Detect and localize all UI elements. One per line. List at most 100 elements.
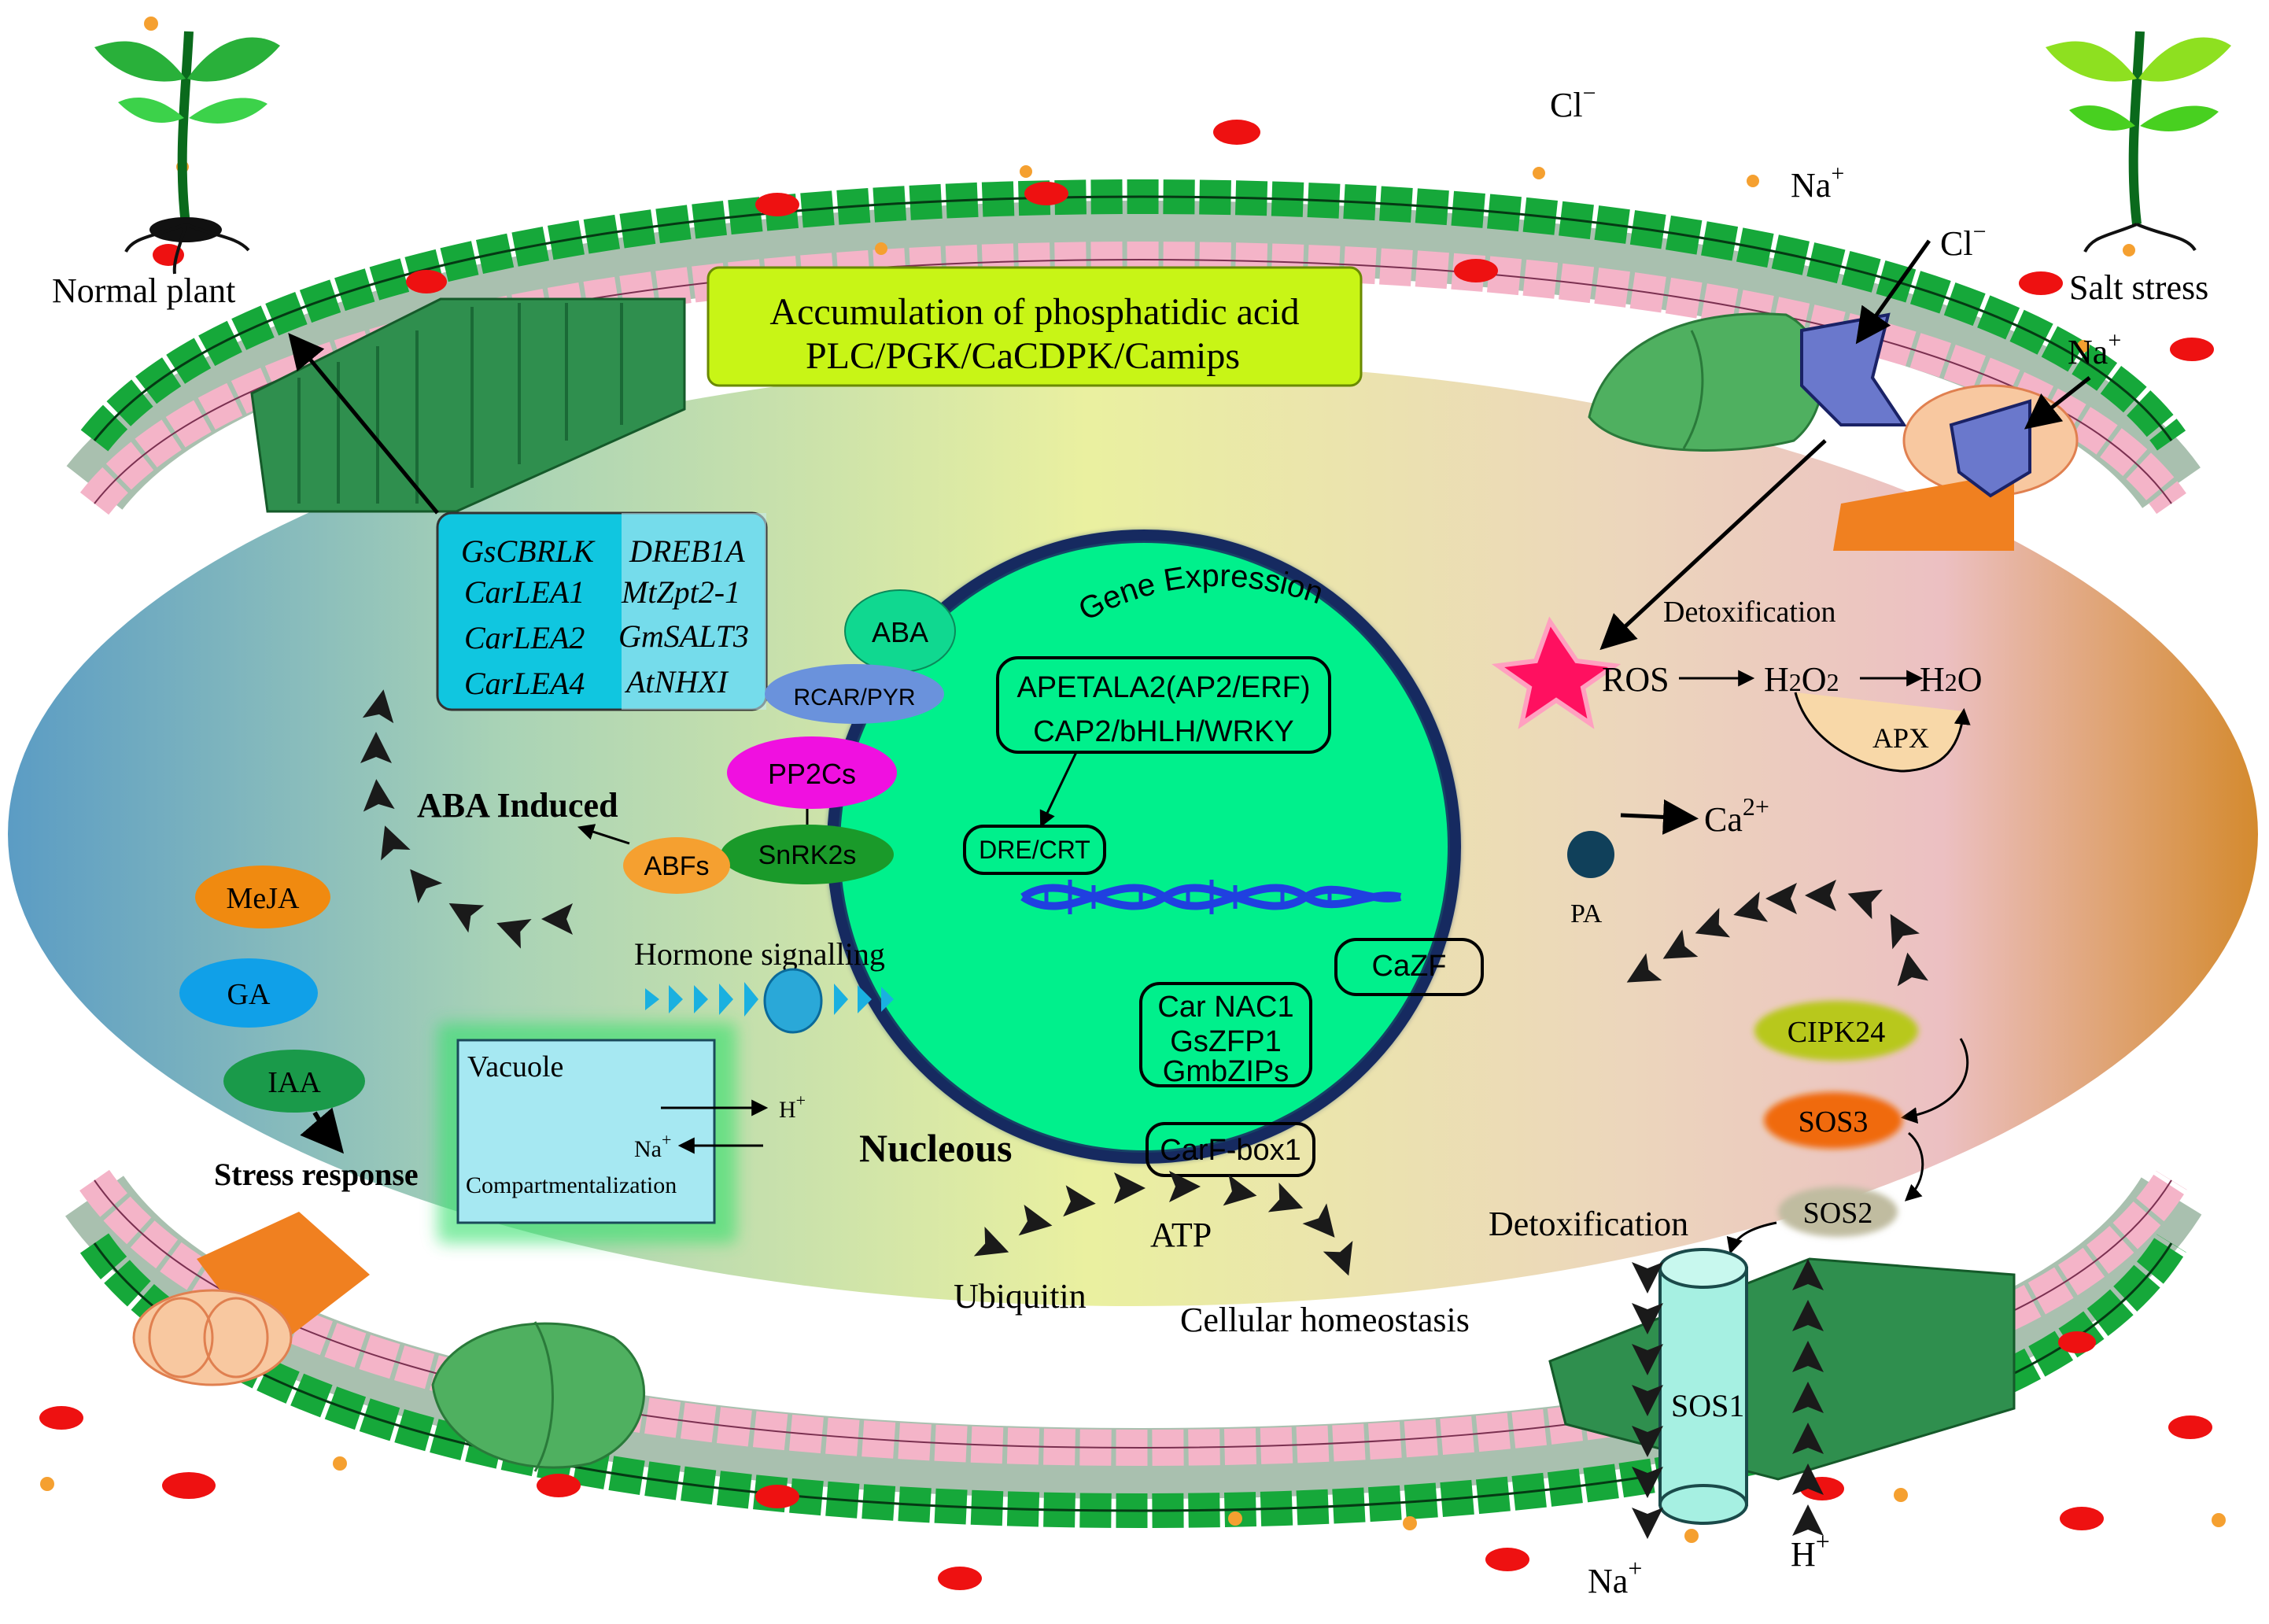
- h2o2-label: H2O2: [1764, 660, 1839, 699]
- apetala-label: APETALA2(AP2/ERF): [1016, 671, 1310, 704]
- gene-carlea1: CarLEA1: [464, 574, 585, 610]
- cap2-label: CAP2/bHLH/WRKY: [1033, 715, 1294, 748]
- abfs-label: ABFs: [644, 851, 709, 881]
- cipk24-node: [1754, 1001, 1918, 1061]
- sos1-label: SOS1: [1671, 1388, 1744, 1423]
- pa-accumulation-banner: [707, 266, 1363, 387]
- gene-mtzpt2: MtZpt2-1: [621, 574, 740, 610]
- apx-label: APX: [1872, 722, 1929, 754]
- carfbox-box: [1146, 1122, 1315, 1177]
- gene-atnhxi: AtNHXI: [624, 664, 729, 699]
- arrow-to-ca: [1620, 799, 1699, 835]
- salt-stress-plant-icon: [2046, 31, 2231, 253]
- na-right-label: Na+: [2068, 327, 2121, 371]
- meja-label: MeJA: [227, 882, 300, 915]
- dre-box: [963, 825, 1106, 875]
- sos1-transporter: [1658, 1248, 1748, 1525]
- ga-node: [179, 958, 318, 1028]
- snrk2s-label: SnRK2s: [758, 840, 857, 870]
- nucleous-label: Nucleous: [859, 1126, 1012, 1170]
- aba-induced-chevrons: [360, 689, 573, 949]
- apx-arc: [1794, 692, 1971, 773]
- pa-dot: [1567, 831, 1614, 878]
- meja-node: [195, 866, 330, 928]
- cipk24-label: CIPK24: [1788, 1016, 1886, 1049]
- gene-dreb1a: DREB1A: [629, 533, 745, 569]
- cellular-homeostasis-label: Cellular homeostasis: [1180, 1301, 1470, 1339]
- ubiquitin-label: Ubiquitin: [954, 1277, 1087, 1316]
- pa-label: PA: [1570, 899, 1603, 928]
- arrow-to-ros: [1599, 439, 1827, 651]
- normal-plant-label: Normal plant: [52, 271, 235, 310]
- na-channel-icon: [1949, 399, 2031, 498]
- vac-h-label: H+: [779, 1091, 806, 1123]
- arrow-to-dre: [1039, 751, 1078, 828]
- detox-bottom-label: Detoxification: [1489, 1205, 1688, 1243]
- cl-right-label: Cl−: [1940, 219, 1987, 263]
- cazf-box: [1334, 938, 1484, 996]
- pa-banner-line2: PLC/PGK/CaCDPK/Camips: [806, 335, 1240, 377]
- membrane-protein-bottom-center: [431, 1321, 646, 1472]
- arrow-to-normal-plant: [288, 333, 439, 515]
- gszfp-label: GsZFP1: [1170, 1025, 1281, 1058]
- arrow-na-in: [2024, 376, 2091, 430]
- salt-stress-label: Salt stress: [2069, 268, 2208, 307]
- ca-label: Ca2+: [1704, 792, 1769, 839]
- gene-list-left: GsCBRLK CarLEA1 CarLEA2 CarLEA4: [461, 533, 596, 701]
- h-influx-chevrons: [1792, 1259, 1824, 1536]
- na-bottom-label: Na+: [1588, 1554, 1642, 1600]
- carnac-label: Car NAC1: [1157, 991, 1293, 1024]
- membrane-protein-bottom-left: [132, 1212, 370, 1386]
- gene-gmsalt3: GmSALT3: [618, 618, 749, 654]
- membrane-channel-top-left: [250, 297, 686, 513]
- cl-top-label: Cl−: [1550, 80, 1596, 124]
- hormone-signalling-label: Hormone signalling: [634, 936, 885, 972]
- sos2-label: SOS2: [1803, 1197, 1873, 1230]
- gmbzip-label: GmbZIPs: [1163, 1055, 1289, 1088]
- carnac-box: [1139, 982, 1312, 1087]
- gene-carlea4: CarLEA4: [464, 666, 585, 701]
- sos-pathway-chevrons: [1626, 880, 1929, 987]
- h-bottom-label: H+: [1791, 1527, 1830, 1574]
- pp2cs-node: [727, 736, 897, 809]
- aba-label: ABA: [872, 616, 928, 648]
- pp2cs-label: PP2Cs: [768, 758, 856, 790]
- arrow-sos3-sos2: [1904, 1131, 1924, 1201]
- dna-helix-icon: [1020, 880, 1402, 914]
- ros-label: ROS: [1602, 660, 1669, 699]
- rcar-node: [765, 664, 944, 724]
- stress-response-label: Stress response: [214, 1157, 419, 1192]
- nucleus-core: [840, 543, 1448, 1150]
- na-top-label: Na+: [1791, 161, 1844, 205]
- h2o-label: H2O: [1920, 660, 1983, 699]
- detox-top-label: Detoxification: [1663, 596, 1835, 629]
- arrow-iaa-to-stress: [300, 1107, 345, 1154]
- sos2-node: [1778, 1187, 1898, 1237]
- gene-list-box-shade: [622, 513, 766, 710]
- iaa-label: IAA: [267, 1066, 321, 1099]
- arrow-sos2-detox: [1726, 1221, 1777, 1255]
- sos3-label: SOS3: [1799, 1105, 1869, 1139]
- membrane-protein-top-right: [1588, 312, 1824, 452]
- atp-label: ATP: [1150, 1216, 1212, 1254]
- vacuole-label: Vacuole: [467, 1050, 563, 1083]
- abfs-node: [623, 837, 730, 894]
- arrow-abfs-to-aba-induced: [577, 824, 630, 845]
- gene-gscbrlk: GsCBRLK: [461, 533, 596, 569]
- apetala-box: [996, 656, 1331, 754]
- pa-banner-line1: Accumulation of phosphatidic acid: [769, 291, 1299, 333]
- vac-na-label: Na+: [634, 1130, 671, 1162]
- arrow-cl-in: [1855, 239, 1931, 345]
- dre-label: DRE/CRT: [979, 836, 1090, 864]
- gene-list-right: DREB1A MtZpt2-1 GmSALT3 AtNHXI: [618, 533, 749, 699]
- sos3-node: [1764, 1092, 1902, 1149]
- iaa-node: [223, 1050, 365, 1113]
- gene-carlea2: CarLEA2: [464, 620, 585, 655]
- vacuole: [456, 1039, 716, 1224]
- rcar-label: RCAR/PYR: [793, 685, 915, 710]
- na-efflux-chevrons: [1632, 1262, 1663, 1539]
- atp-chevrons: [973, 1171, 1353, 1276]
- hormone-signal-wave-icon: [645, 968, 894, 1034]
- ros-star-icon: [1491, 616, 1622, 729]
